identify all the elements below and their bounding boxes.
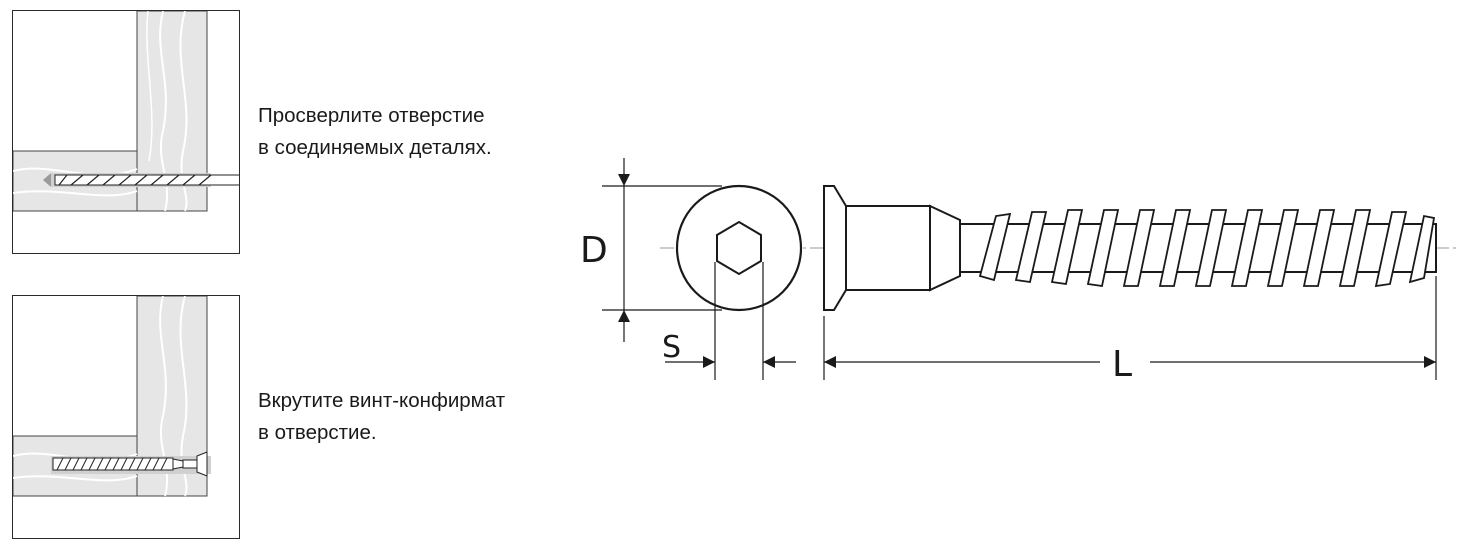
- dimension-s-label: S: [662, 330, 681, 365]
- dimension-s: [665, 262, 796, 380]
- dimension-d-label: D: [580, 230, 608, 271]
- step-1-caption: Просверлите отверстие в соединяемых дета…: [258, 100, 492, 164]
- step-2-caption-line-2: в отверстие.: [258, 421, 377, 444]
- step-2-caption-line-1: Вкрутите винт-конфирмат: [258, 389, 506, 412]
- drill-bit-icon: [54, 174, 239, 186]
- screw-head-top-view: [675, 184, 803, 312]
- confirmat-screw-icon: [52, 451, 208, 477]
- screw-side-view: [823, 185, 1437, 311]
- step-1-caption-line-2: в соединяемых деталях.: [258, 136, 492, 159]
- step-2-illustration: [12, 295, 240, 539]
- dimension-l-label: L: [1112, 344, 1132, 385]
- hex-socket-icon: [716, 220, 762, 276]
- dimension-d: [602, 158, 722, 342]
- step-1-illustration: [12, 10, 240, 254]
- step-1-caption-line-1: Просверлите отверстие: [258, 104, 485, 127]
- dimension-l: [823, 276, 1437, 380]
- step-2-caption: Вкрутите винт-конфирмат в отверстие.: [258, 385, 505, 449]
